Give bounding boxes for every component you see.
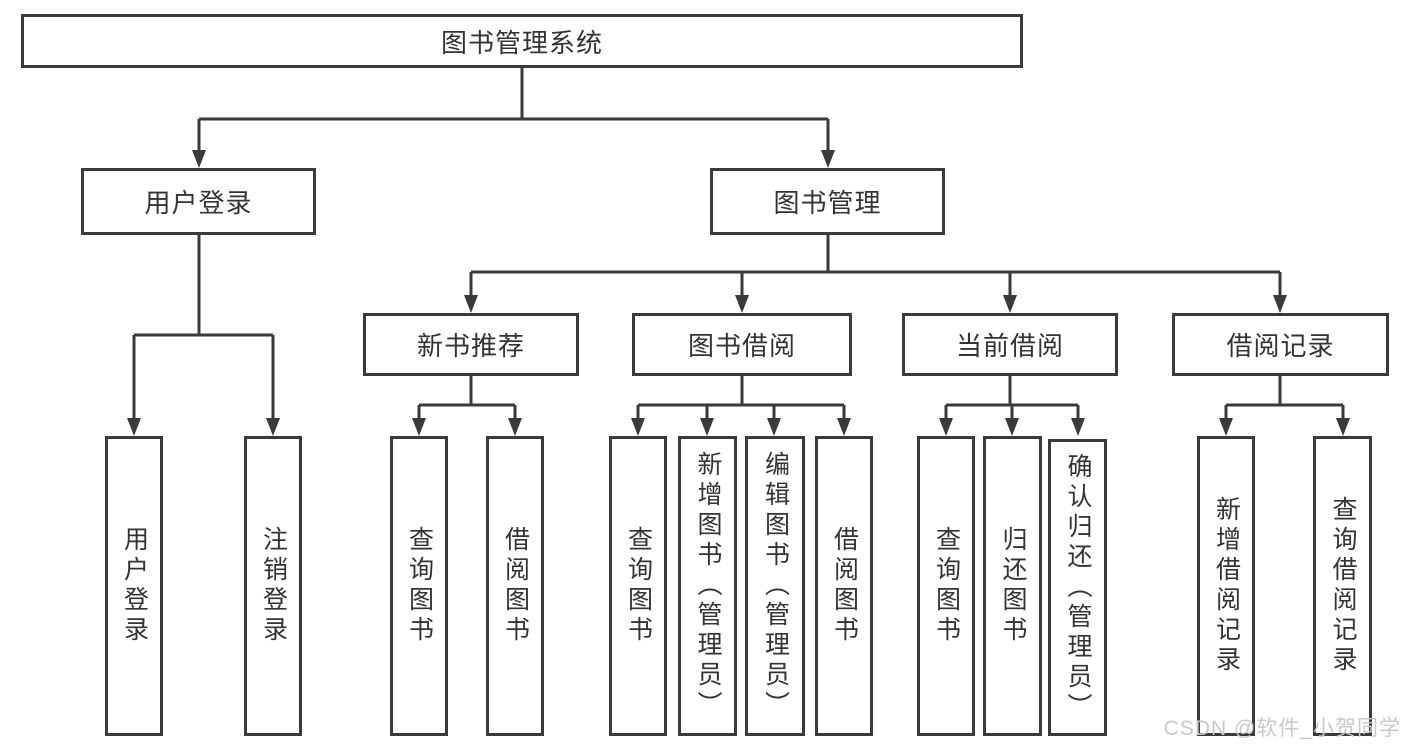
leaf-add-borrow-record-label: 新增借阅记录 (1212, 496, 1241, 676)
node-book-management-label: 图书管理 (773, 188, 882, 218)
leaf-borrow-books-1: 借阅图书 (486, 436, 544, 736)
leaf-add-book-admin-label: 新增图书（管理员） (694, 451, 722, 721)
leaf-query-books-1-label: 查询图书 (405, 526, 434, 646)
leaf-logout-label: 注销登录 (259, 526, 288, 646)
leaf-query-borrow-record-label: 查询借阅记录 (1329, 496, 1357, 676)
node-user-login-label: 用户登录 (144, 188, 253, 218)
node-user-login: 用户登录 (81, 168, 316, 235)
csdn-watermark: CSDN @软件_小贺同学 (1163, 717, 1401, 740)
leaf-query-books-1: 查询图书 (390, 436, 448, 736)
node-new-book-recommend-label: 新书推荐 (416, 331, 525, 361)
leaf-confirm-return-admin-label: 确认归还（管理员） (1064, 452, 1092, 723)
leaf-return-books-label: 归还图书 (999, 526, 1027, 646)
leaf-confirm-return-admin: 确认归还（管理员） (1048, 439, 1107, 736)
node-book-borrow-label: 图书借阅 (687, 331, 796, 361)
node-book-management: 图书管理 (710, 168, 945, 235)
leaf-borrow-books-2: 借阅图书 (815, 436, 873, 736)
node-new-book-recommend: 新书推荐 (363, 313, 579, 376)
leaf-edit-book-admin-label: 编辑图书（管理员） (761, 451, 790, 721)
node-root: 图书管理系统 (21, 14, 1023, 68)
leaf-user-login: 用户登录 (105, 436, 163, 736)
leaf-query-books-3-label: 查询图书 (932, 526, 961, 646)
leaf-query-books-3: 查询图书 (917, 436, 975, 736)
leaf-borrow-books-2-label: 借阅图书 (830, 526, 859, 646)
leaf-add-book-admin: 新增图书（管理员） (678, 436, 737, 736)
node-borrow-records: 借阅记录 (1172, 313, 1389, 376)
node-root-label: 图书管理系统 (440, 27, 603, 58)
node-borrow-records-label: 借阅记录 (1226, 331, 1335, 361)
leaf-edit-book-admin: 编辑图书（管理员） (745, 436, 805, 736)
leaf-logout: 注销登录 (244, 436, 302, 736)
leaf-borrow-books-1-label: 借阅图书 (501, 526, 530, 646)
leaf-query-books-2-label: 查询图书 (624, 526, 653, 646)
tree-edges (132, 68, 1345, 420)
leaf-query-borrow-record: 查询借阅记录 (1313, 436, 1372, 736)
leaf-add-borrow-record: 新增借阅记录 (1197, 436, 1255, 736)
node-book-borrow: 图书借阅 (632, 313, 852, 376)
leaf-user-login-label: 用户登录 (120, 526, 149, 646)
leaf-return-books: 归还图书 (983, 436, 1042, 736)
node-current-borrow: 当前借阅 (902, 313, 1118, 376)
node-current-borrow-label: 当前借阅 (955, 331, 1064, 361)
leaf-query-books-2: 查询图书 (609, 436, 667, 736)
